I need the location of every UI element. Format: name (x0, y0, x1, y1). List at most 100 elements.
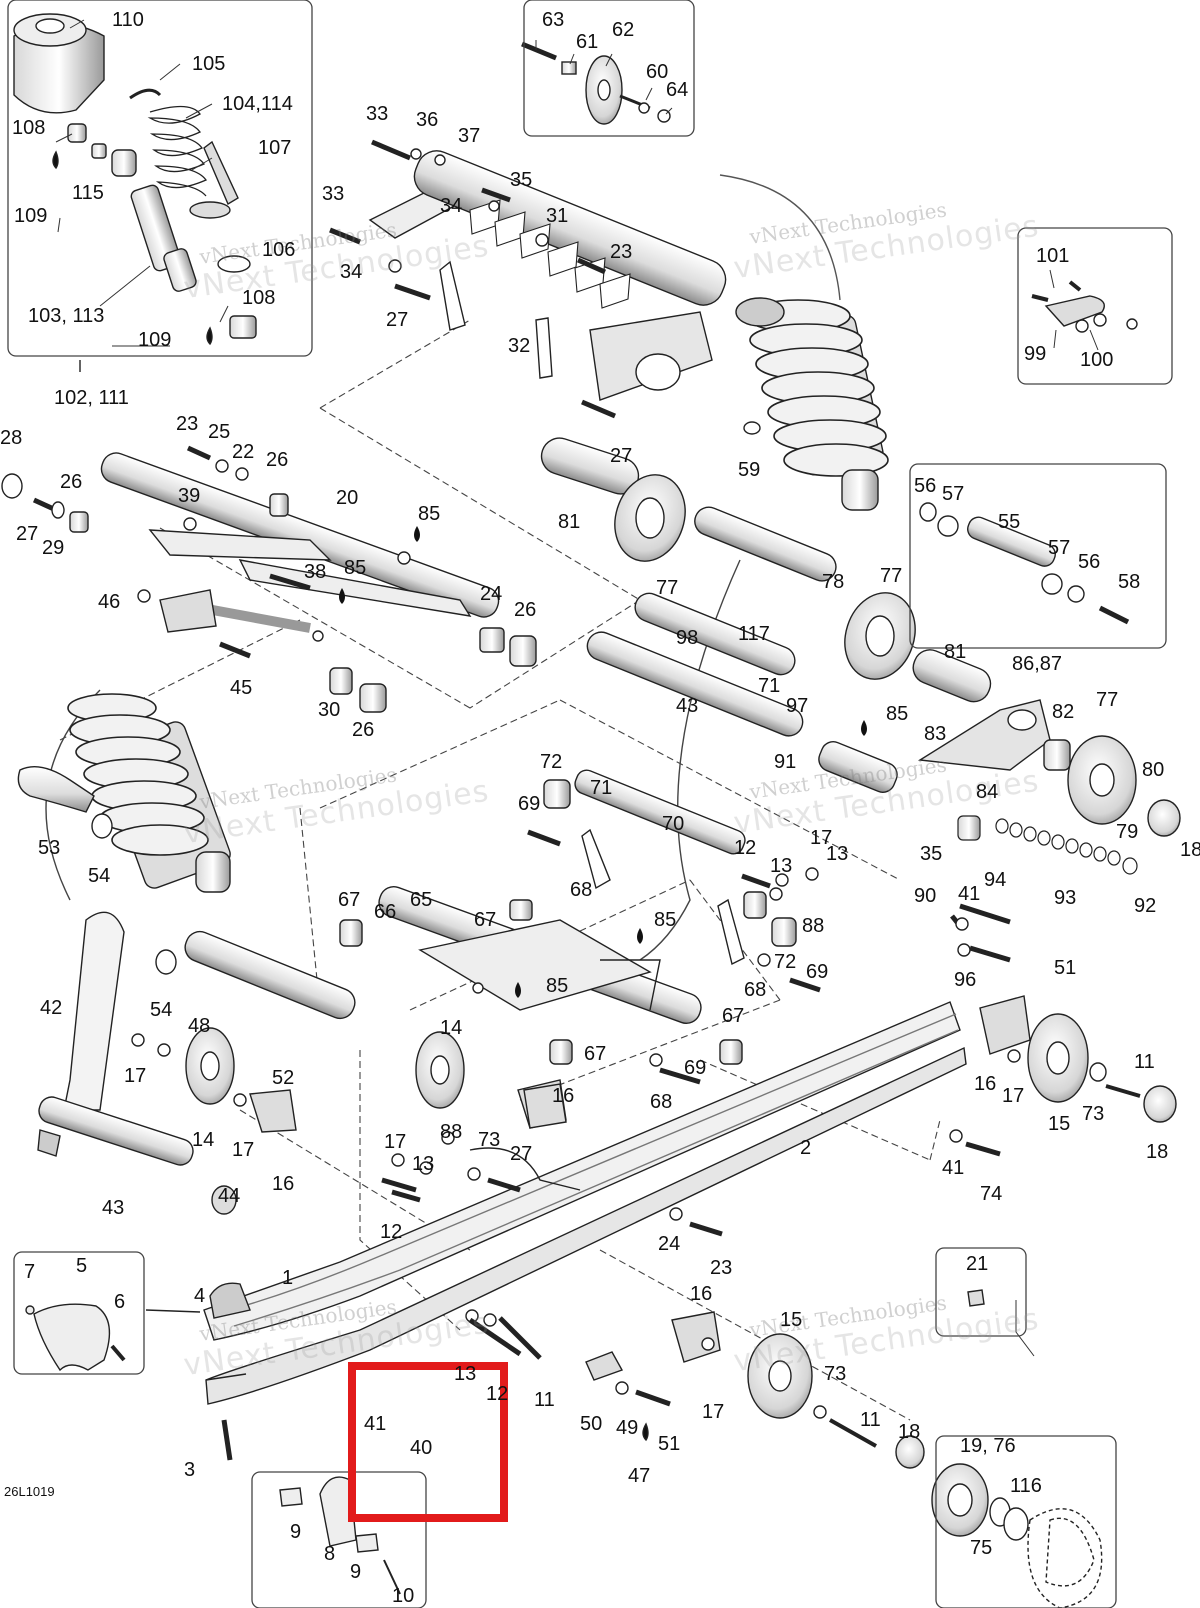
part-label: 41 (942, 1157, 965, 1179)
part-label: 62 (612, 19, 635, 41)
part-label: 42 (40, 997, 63, 1019)
part-label: 13 (770, 855, 793, 877)
part-label: 14 (192, 1129, 215, 1151)
part-label: 11 (860, 1409, 881, 1431)
part-label: 8 (324, 1543, 336, 1565)
part-label: 13 (412, 1153, 435, 1175)
part-label: 23 (610, 241, 633, 263)
part-label: 109 (138, 329, 172, 351)
part-label: 100 (1080, 349, 1114, 371)
part-label: 102, 111 (54, 387, 129, 409)
part-label: 45 (230, 677, 253, 699)
part-label: 51 (658, 1433, 681, 1455)
part-label: 77 (880, 565, 903, 587)
part-label: 75 (970, 1537, 993, 1559)
part-label: 66 (374, 901, 397, 923)
part-label: 44 (218, 1185, 241, 1207)
part-label: 110 (112, 9, 144, 31)
part-label: 17 (384, 1131, 407, 1153)
part-label: 23 (176, 413, 199, 435)
part-label: 74 (980, 1183, 1003, 1205)
part-label: 18 (1180, 839, 1200, 861)
part-label: 16 (272, 1173, 295, 1195)
part-label: 24 (480, 583, 503, 605)
part-label: 11 (534, 1389, 555, 1411)
part-label: 108 (242, 287, 276, 309)
part-label: 103, 113 (28, 305, 105, 327)
part-label: 7 (24, 1261, 36, 1283)
part-label: 55 (998, 511, 1021, 533)
part-label: 107 (258, 137, 292, 159)
part-label: 27 (16, 523, 39, 545)
part-label: 67 (722, 1005, 745, 1027)
part-label: 4 (194, 1285, 206, 1307)
part-label: 58 (1118, 571, 1141, 593)
part-label: 21 (966, 1253, 989, 1275)
part-label: 57 (942, 483, 965, 505)
part-label: 69 (518, 793, 541, 815)
part-label: 25 (208, 421, 231, 443)
part-label: 22 (232, 441, 255, 463)
part-label: 15 (780, 1309, 803, 1331)
part-label: 68 (650, 1091, 673, 1113)
part-label: 86,87 (1012, 653, 1063, 675)
part-label: 16 (690, 1283, 713, 1305)
part-label: 41 (364, 1413, 387, 1435)
part-label: 34 (440, 195, 463, 217)
part-label: 2 (800, 1137, 812, 1159)
part-label: 117 (738, 623, 770, 645)
part-label: 80 (1142, 759, 1165, 781)
part-label: 72 (540, 751, 563, 773)
part-label: 106 (262, 239, 296, 261)
part-label: 73 (824, 1363, 847, 1385)
part-label: 64 (666, 79, 689, 101)
part-label: 68 (570, 879, 593, 901)
part-label: 20 (336, 487, 359, 509)
part-label: 69 (684, 1057, 707, 1079)
part-label: 3 (184, 1459, 196, 1481)
part-label: 72 (774, 951, 797, 973)
part-label: 99 (1024, 343, 1047, 365)
part-label: 1 (282, 1267, 294, 1289)
part-label: 69 (806, 961, 829, 983)
part-label: 108 (12, 117, 46, 139)
part-label: 93 (1054, 887, 1077, 909)
part-label: 82 (1052, 701, 1075, 723)
part-label: 35 (920, 843, 943, 865)
part-label: 17 (702, 1401, 725, 1423)
part-label: 37 (458, 125, 481, 147)
part-label: 79 (1116, 821, 1139, 843)
part-label: 13 (454, 1363, 477, 1385)
part-label: 43 (102, 1197, 125, 1219)
part-label: 85 (654, 909, 677, 931)
part-label: 94 (984, 869, 1007, 891)
part-label: 50 (580, 1413, 603, 1435)
part-label: 23 (710, 1257, 733, 1279)
part-label: 36 (416, 109, 439, 131)
part-label: 97 (786, 695, 809, 717)
part-label: 17 (232, 1139, 255, 1161)
part-label: 12 (734, 837, 757, 859)
part-label: 34 (340, 261, 363, 283)
part-label: 9 (350, 1561, 362, 1583)
part-label: 59 (738, 459, 761, 481)
part-label: 18 (1146, 1141, 1169, 1163)
part-label: 85 (546, 975, 569, 997)
part-label: 10 (392, 1585, 415, 1607)
part-label: 41 (958, 883, 981, 905)
part-label: 32 (508, 335, 531, 357)
part-label: 92 (1134, 895, 1157, 917)
part-label: 27 (610, 445, 633, 467)
diagram-code: 26L1019 (4, 1484, 55, 1499)
part-label: 31 (546, 205, 569, 227)
part-label: 26 (60, 471, 83, 493)
part-label: 13 (826, 843, 849, 865)
part-label: 101 (1036, 245, 1070, 267)
part-label: 16 (974, 1073, 997, 1095)
part-label: 49 (616, 1417, 639, 1439)
part-label: 90 (914, 885, 937, 907)
part-label: 33 (322, 183, 345, 205)
part-label: 104,114 (222, 93, 293, 115)
part-label: 57 (1048, 537, 1071, 559)
